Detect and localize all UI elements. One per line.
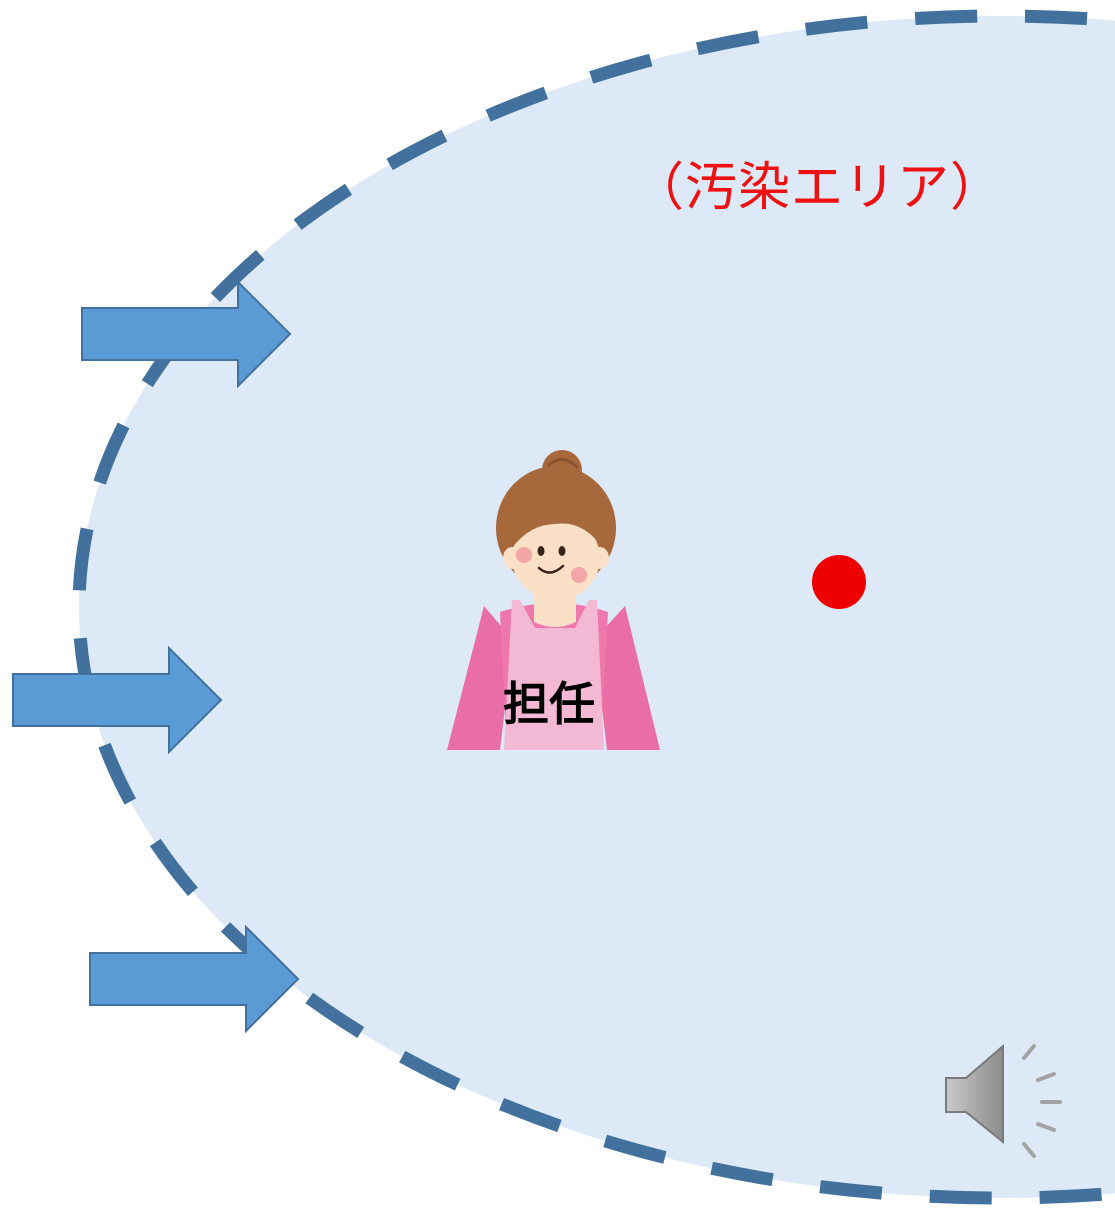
speaker-icon[interactable] bbox=[945, 1043, 1062, 1158]
arrow-bottom bbox=[89, 924, 300, 1034]
arrow-top bbox=[81, 279, 292, 389]
contamination-zone-title: （汚染エリア） bbox=[632, 158, 1004, 218]
teacher-woman-apron-icon bbox=[447, 450, 660, 750]
infection-source-dot bbox=[812, 555, 866, 609]
arrow-middle bbox=[12, 645, 223, 755]
teacher-label: 担任 bbox=[503, 677, 595, 731]
